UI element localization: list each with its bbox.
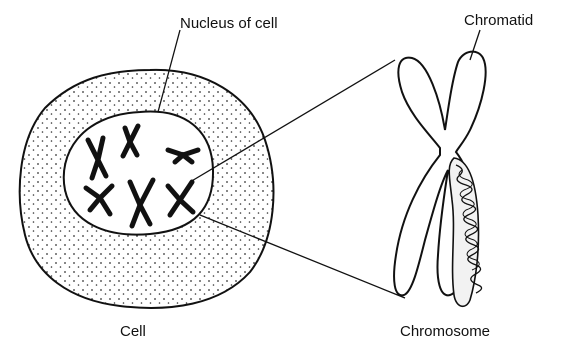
cell-label: Cell — [120, 323, 146, 340]
coiled-dna — [449, 158, 481, 306]
nucleus-label: Nucleus of cell — [180, 15, 278, 32]
chromosome-label: Chromosome — [400, 323, 490, 340]
chromatid-label: Chromatid — [464, 12, 533, 29]
